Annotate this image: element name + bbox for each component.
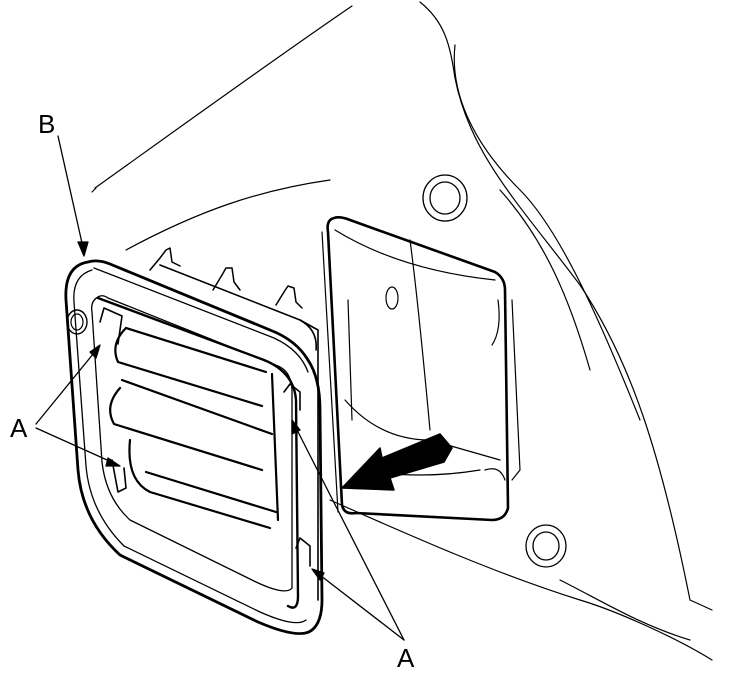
callout-label-a-left: A	[10, 413, 28, 443]
leader-lines-a-left	[35, 344, 121, 467]
retaining-clip-lower-left	[111, 459, 127, 493]
screw-hole	[66, 309, 88, 335]
retaining-clip-upper-right	[283, 383, 301, 411]
callout-label-b: B	[38, 109, 56, 139]
removal-direction-arrow-icon	[341, 433, 453, 491]
retaining-clip-lower-right	[295, 537, 311, 567]
body-panel	[91, 1, 713, 661]
panel-opening	[321, 216, 521, 522]
panel-hole-lower	[525, 524, 567, 568]
retaining-clip-upper-left	[99, 307, 123, 345]
panel-hole-upper	[422, 174, 468, 222]
leader-line-b	[57, 135, 89, 257]
vent-louvers	[109, 326, 280, 530]
vent-assembly	[64, 247, 324, 635]
callout-label-a-bottom: A	[397, 643, 415, 673]
leader-lines-a-bottom	[291, 419, 405, 641]
